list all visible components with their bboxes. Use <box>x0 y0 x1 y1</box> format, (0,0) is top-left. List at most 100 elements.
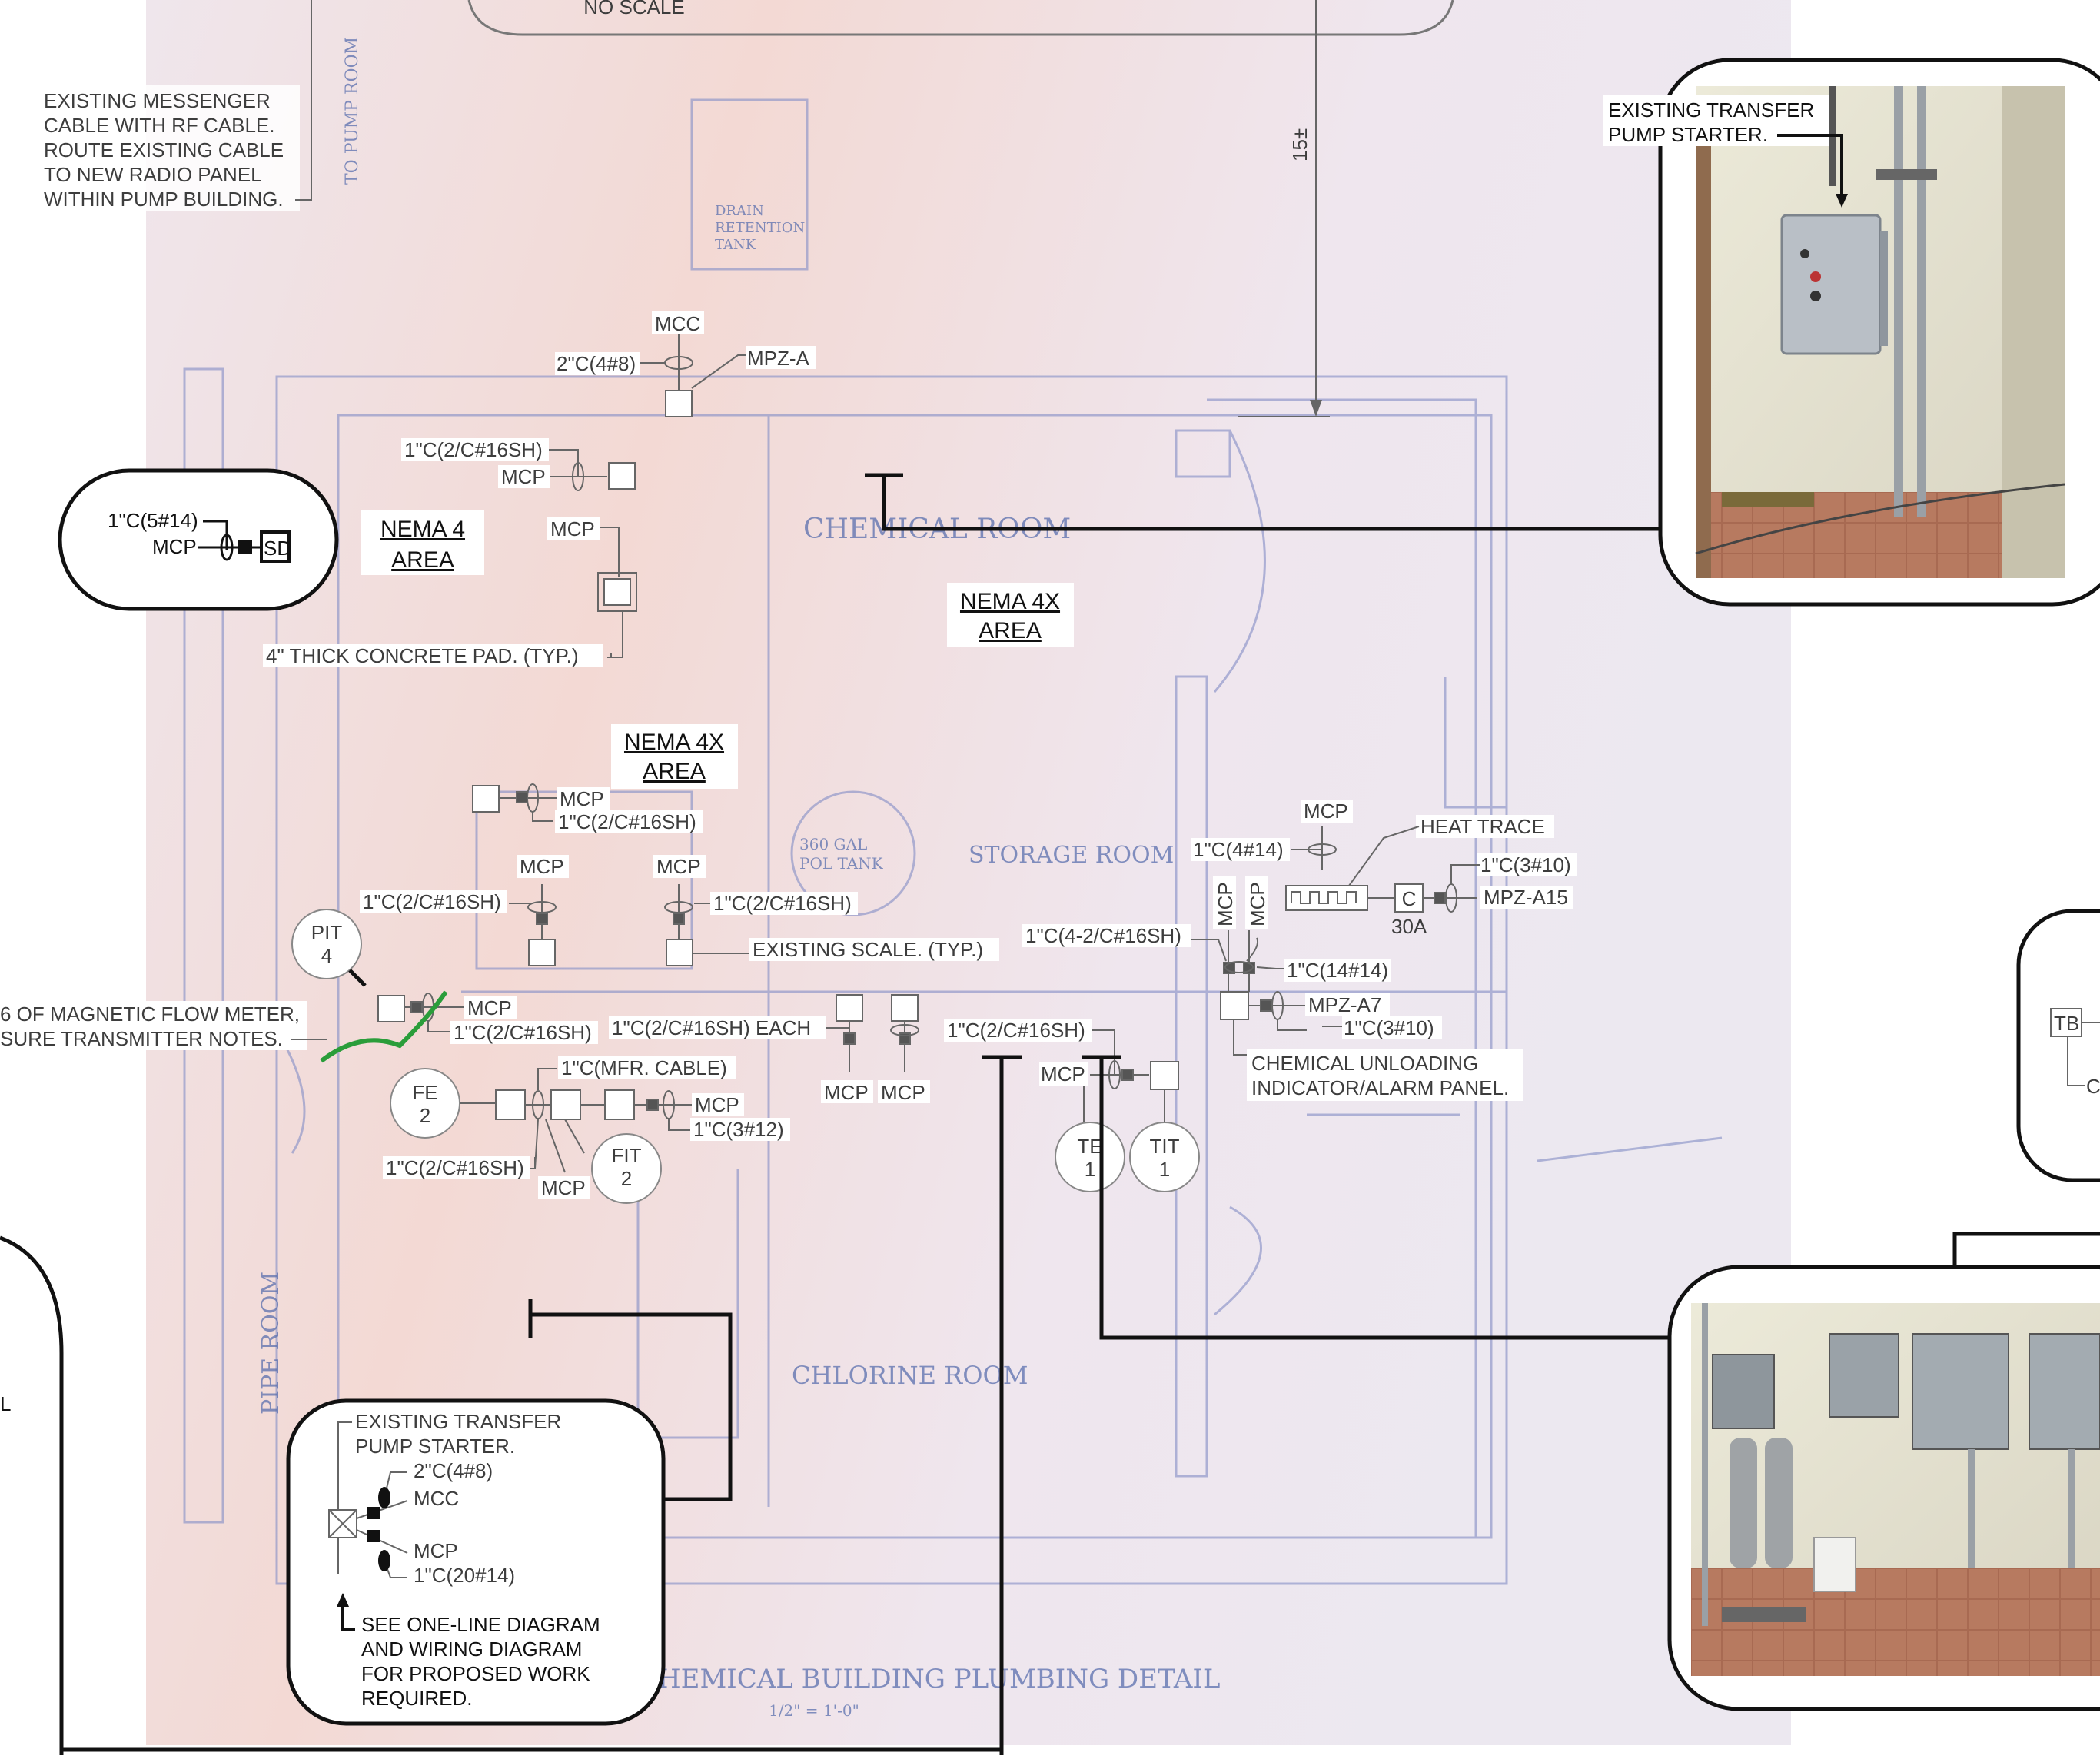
pipe-room-label: PIPE ROOM <box>258 1272 284 1415</box>
nema4x-top-area-label: NEMA 4X AREA <box>947 583 1074 647</box>
c1-3-10a-label: 1"C(3#10) <box>1480 853 1571 876</box>
see-oneline-4: REQUIRED. <box>361 1687 472 1710</box>
tank-360-label-2: POL TANK <box>799 854 884 873</box>
c1-3-12-label: 1"C(3#12) <box>693 1118 784 1141</box>
messenger-note-line-5: WITHIN PUMP BUILDING. <box>44 188 284 211</box>
te1-bubble <box>1055 1122 1125 1192</box>
see-note-leader <box>341 1607 355 1631</box>
c1-2c16-b-label: 1"C(2/C#16SH) <box>558 810 696 833</box>
flow-meter-note-2: SURE TRANSMITTER NOTES. <box>0 1027 283 1050</box>
left-partial-callout <box>0 1235 64 1755</box>
fe2-number: 2 <box>420 1104 430 1127</box>
see-oneline-1: SEE ONE-LINE DIAGRAM <box>361 1613 600 1636</box>
photo-top <box>1695 86 2065 578</box>
photo-label-line-2: PUMP STARTER. <box>1608 123 1768 146</box>
drain-tank-label-3: TANK <box>715 237 756 253</box>
callout-mcc-marker <box>367 1507 380 1519</box>
callout-mcc-label: MCC <box>414 1487 459 1510</box>
dimension-arrow <box>1310 400 1322 417</box>
messenger-note: EXISTING MESSENGER CABLE WITH RF CABLE. … <box>38 0 312 211</box>
mcp-e-symbol <box>664 884 749 966</box>
c1-2c16-c-label: 1"C(2/C#16SH) <box>363 890 501 913</box>
mpz-a7-label: MPZ-A7 <box>1308 993 1381 1016</box>
c1-2c16-d-label: 1"C(2/C#16SH) <box>713 892 852 915</box>
right-c-label: C <box>2086 1075 2100 1098</box>
fe2-tag: FE <box>412 1081 437 1104</box>
mcp-label-f: MCP <box>467 996 512 1019</box>
callout-mcp-marker <box>367 1530 380 1542</box>
nema4-line-1: NEMA 4 <box>380 517 465 542</box>
callout-mcp-oval <box>378 1550 390 1571</box>
mcp-f-symbol <box>377 993 465 1032</box>
c1-2c16-g-label: 1"C(2/C#16SH) <box>947 1019 1085 1042</box>
concrete-pad-note: 4" THICK CONCRETE PAD. (TYP.) <box>266 644 579 667</box>
contactor-c-box <box>1394 883 1424 913</box>
messenger-note-line-3: ROUTE EXISTING CABLE <box>44 138 284 161</box>
callout-mcp-label: MCP <box>414 1539 458 1562</box>
nema4-area-label: NEMA 4 AREA <box>361 510 484 575</box>
c1-2c16-a-label: 1"C(2/C#16SH) <box>404 438 543 461</box>
c1-2c16-e-label: 1"C(2/C#16SH) <box>454 1021 592 1044</box>
plumbing-detail-scale: 1/2" = 1'-0" <box>769 1701 859 1720</box>
callout-2-4-8-label: 2"C(4#8) <box>414 1459 493 1482</box>
see-oneline-3: FOR PROPOSED WORK <box>361 1662 590 1685</box>
unloading-note-1: CHEMICAL UNLOADING <box>1251 1052 1478 1075</box>
callout-1-20-14-label: 1"C(20#14) <box>414 1564 515 1587</box>
messenger-note-line-2: CABLE WITH RF CABLE. <box>44 114 275 137</box>
unloading-note-2: INDICATOR/ALARM PANEL. <box>1251 1076 1509 1099</box>
te1-number: 1 <box>1085 1158 1095 1181</box>
mcp-label-h: MCP <box>881 1081 925 1104</box>
mcp-c-symbol <box>472 783 557 822</box>
tb-symbol <box>2050 1008 2082 1037</box>
no-scale-label: NO SCALE <box>583 0 685 18</box>
mcp-label-g: MCP <box>824 1081 869 1104</box>
tit1-tag: TIT <box>1150 1135 1180 1158</box>
mcp-label-d: MCP <box>520 855 564 878</box>
mcp-label-i: MCP <box>695 1093 739 1116</box>
storage-room-label: STORAGE ROOM <box>969 842 1174 869</box>
tb-label: TB <box>2054 1012 2079 1035</box>
c1-4-14-label: 1"C(4#14) <box>1193 838 1284 861</box>
chlorine-room-label: CHLORINE ROOM <box>792 1361 1028 1390</box>
pit4-number: 4 <box>321 944 332 967</box>
contactor-c-label: C <box>1402 887 1417 910</box>
drain-tank-label-1: DRAIN <box>715 203 764 219</box>
c1-14-14-label: 1"C(14#14) <box>1287 959 1388 982</box>
mcp-d-symbol <box>509 884 557 966</box>
tank-360-label-1: 360 GAL <box>799 835 867 853</box>
photo-label-arrow <box>1836 194 1848 208</box>
sd-callout-box <box>58 468 339 611</box>
tb-callout-box <box>2016 909 2100 1182</box>
mcc-label: MCC <box>655 312 700 335</box>
see-note-arrow <box>337 1593 349 1607</box>
heat-trace-label: HEAT TRACE <box>1420 815 1545 838</box>
photo-bottom <box>1691 1303 2100 1676</box>
smoke-detector-symbol <box>260 530 291 563</box>
fe-fit-symbols <box>460 1068 692 1173</box>
messenger-note-line-4: TO NEW RADIO PANEL <box>44 163 262 186</box>
c1-5-14-label: 1"C(5#14) <box>108 509 198 532</box>
nema4x-mid-line-1: NEMA 4X <box>624 730 724 755</box>
amp-30-label: 30A <box>1391 915 1427 938</box>
pit4-tag: PIT <box>311 921 343 944</box>
mcp-label-c: MCP <box>560 787 604 810</box>
mcp-pair-symbols <box>826 994 919 1072</box>
nema4x-mid-line-2: AREA <box>643 759 706 784</box>
mcp-label-k: MCP <box>1041 1062 1085 1086</box>
mcp-label-j: MCP <box>541 1176 586 1199</box>
transfer-callout-line-2: PUMP STARTER. <box>355 1435 515 1458</box>
tit1-bubble <box>1129 1122 1200 1192</box>
nema4x-top-line-1: NEMA 4X <box>960 589 1060 614</box>
drain-tank-label-2: RETENTION <box>715 220 805 236</box>
tit1-number: 1 <box>1159 1158 1170 1181</box>
transfer-starter-symbol <box>328 1421 408 1578</box>
top-callout-box <box>467 0 1454 36</box>
mcp-label-a: MCP <box>501 465 546 488</box>
transfer-callout-line-1: EXISTING TRANSFER <box>355 1410 561 1433</box>
messenger-note-line-1: EXISTING MESSENGER <box>44 89 271 112</box>
mcp-label-l: MCP <box>1304 800 1348 823</box>
see-oneline-2: AND WIRING DIAGRAM <box>361 1638 582 1661</box>
c1-4-2c16-label: 1"C(4-2/C#16SH) <box>1025 924 1181 947</box>
